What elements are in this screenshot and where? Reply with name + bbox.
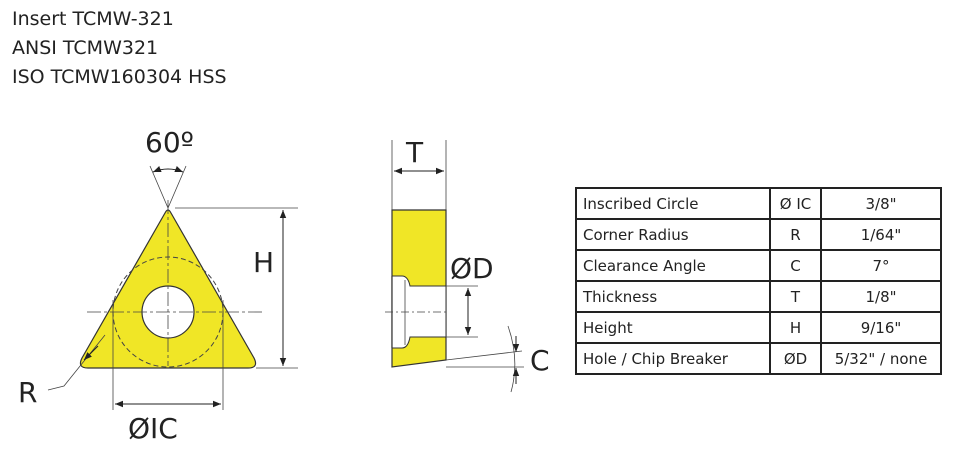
spec-name: Thickness — [575, 280, 771, 313]
spec-symbol: R — [769, 218, 822, 251]
spec-value: 1/64" — [820, 218, 942, 251]
spec-name: Height — [575, 311, 771, 344]
spec-symbol: Ø IC — [769, 187, 822, 220]
ansi-code: ANSI TCMW321 — [12, 37, 159, 59]
insert-title: Insert TCMW-321 — [12, 8, 174, 30]
triangle-top-view: 60º H R ØIC — [18, 126, 298, 445]
insert-side-view: T ØD C — [385, 136, 550, 393]
thickness-label: T — [405, 136, 424, 169]
spec-name: Corner Radius — [575, 218, 771, 251]
spec-value: 3/8" — [820, 187, 942, 220]
spec-value: 7° — [820, 249, 942, 282]
angle-label: 60º — [145, 126, 194, 159]
spec-name: Hole / Chip Breaker — [575, 342, 771, 375]
spec-name: Inscribed Circle — [575, 187, 771, 220]
spec-value: 5/32" / none — [820, 342, 942, 375]
radius-label: R — [18, 376, 37, 409]
spec-symbol: C — [769, 249, 822, 282]
iso-code: ISO TCMW160304 HSS — [12, 66, 227, 88]
spec-value: 1/8" — [820, 280, 942, 313]
spec-value: 9/16" — [820, 311, 942, 344]
height-label: H — [253, 246, 274, 279]
spec-symbol: ØD — [769, 342, 822, 375]
hole-label: ØD — [450, 252, 494, 285]
spec-symbol: H — [769, 311, 822, 344]
ic-label: ØIC — [128, 412, 178, 445]
spec-name: Clearance Angle — [575, 249, 771, 282]
clearance-label: C — [530, 344, 550, 377]
spec-symbol: T — [769, 280, 822, 313]
